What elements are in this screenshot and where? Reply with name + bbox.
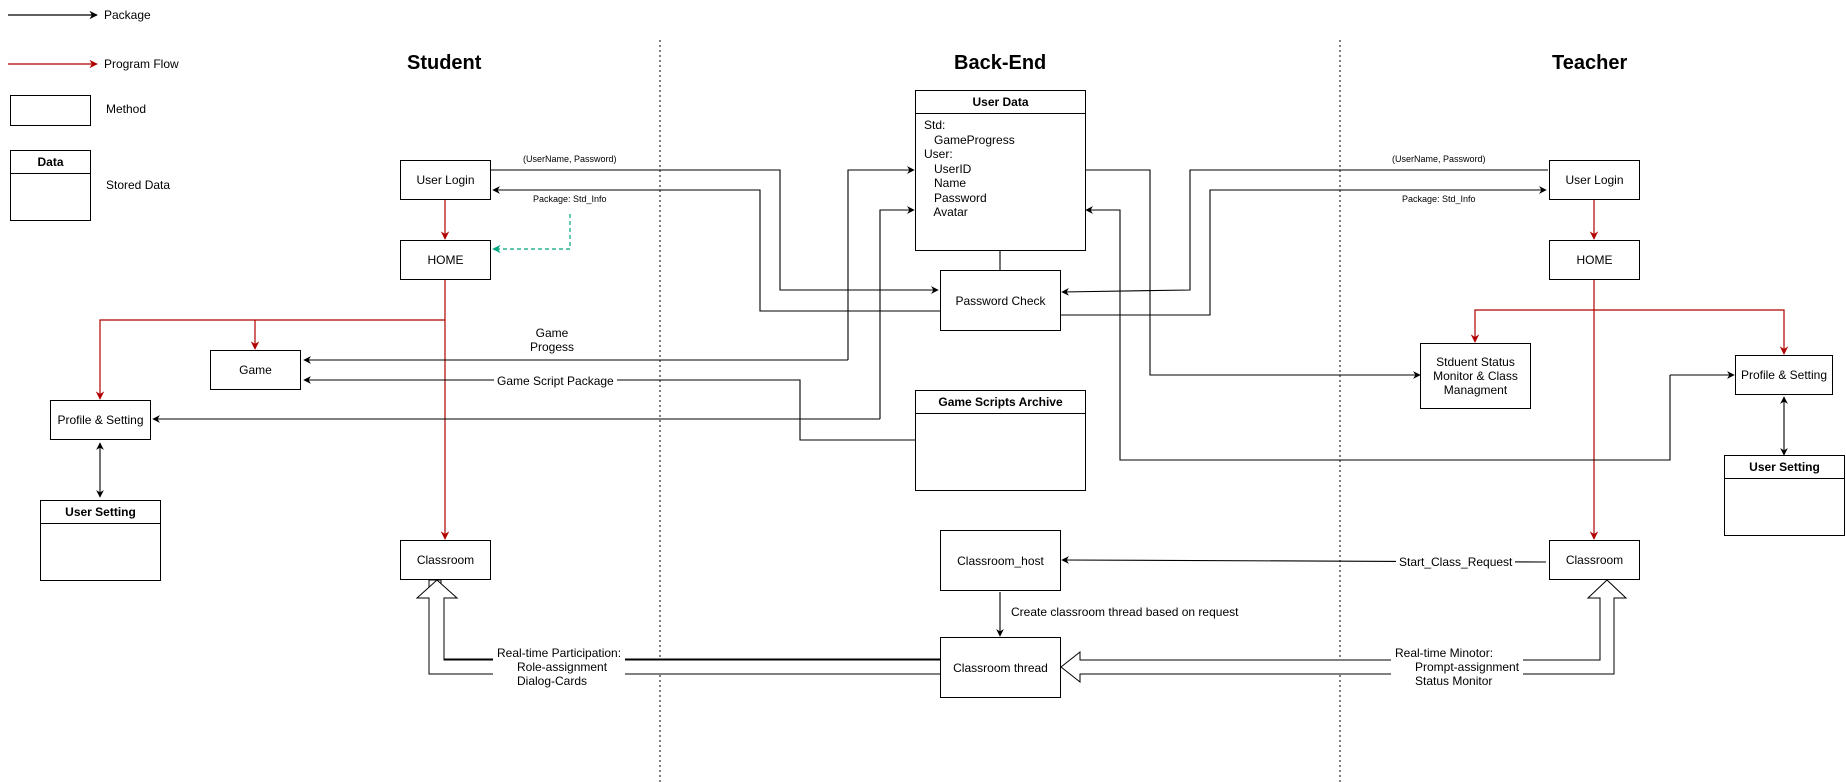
teacher-user-setting-header: User Setting — [1725, 456, 1844, 479]
start-class-request-label: Start_Class_Request — [1396, 555, 1516, 569]
user-data-header: User Data — [916, 91, 1085, 114]
student-package-arrows — [96, 166, 940, 498]
section-title-student: Student — [407, 52, 482, 74]
game-scripts-archive-header: Game Scripts Archive — [916, 391, 1085, 414]
teacher-user-setting-data: User Setting — [1724, 455, 1845, 536]
student-package-label: Package: Std_Info — [533, 194, 607, 204]
student-profile-setting-box[interactable]: Profile & Setting — [50, 400, 151, 440]
create-thread-label: Create classroom thread based on request — [1011, 605, 1239, 619]
teacher-classroom-box[interactable]: Classroom — [1549, 540, 1640, 580]
std-info-to-home-arrow — [492, 214, 571, 254]
backend-arrows — [996, 169, 1421, 637]
student-program-flow — [95, 200, 450, 540]
teacher-package-label: Package: Std_Info — [1402, 194, 1476, 204]
game-progress-label: Game Progess — [530, 326, 575, 354]
legend-method-label: Method — [106, 102, 147, 116]
game-scripts-archive-store: Game Scripts Archive — [915, 390, 1086, 491]
teacher-credentials-label: (UserName, Password) — [1392, 154, 1486, 164]
teacher-status-monitor-box[interactable]: Stduent Status Monitor & Class Managment — [1420, 343, 1531, 409]
user-data-store: User Data Std: GameProgress User: UserID… — [915, 90, 1086, 251]
teacher-realtime-label: Real-time Minotor: Prompt-assignment Sta… — [1391, 646, 1524, 688]
teacher-user-login-box[interactable]: User Login — [1549, 160, 1640, 200]
game-script-package-label: Game Script Package — [494, 374, 617, 388]
password-check-box[interactable]: Password Check — [940, 270, 1061, 331]
legend-data-box: Data — [10, 150, 91, 221]
student-user-setting-data: User Setting — [40, 500, 161, 581]
teacher-realtime-arrowhead — [1060, 579, 1628, 684]
section-title-teacher: Teacher — [1552, 52, 1628, 74]
teacher-home-box[interactable]: HOME — [1549, 240, 1640, 280]
classroom-thread-box[interactable]: Classroom thread — [940, 637, 1061, 698]
legend-stored-data-label: Stored Data — [106, 178, 171, 192]
teacher-program-flow — [1470, 200, 1789, 540]
student-home-box[interactable]: HOME — [400, 240, 491, 280]
legend-data-header: Data — [11, 151, 90, 174]
student-user-login-box[interactable]: User Login — [400, 160, 491, 200]
classroom-host-box[interactable]: Classroom_host — [940, 530, 1061, 591]
student-realtime-label: Real-time Participation: Role-assignment… — [493, 646, 626, 688]
student-user-setting-header: User Setting — [41, 501, 160, 524]
section-title-backend: Back-End — [954, 52, 1047, 74]
legend-program-flow-label: Program Flow — [104, 57, 179, 71]
legend-package-label: Package — [104, 8, 151, 22]
user-data-fields: Std: GameProgress User: UserID Name Pass… — [924, 118, 1015, 219]
student-credentials-label: (UserName, Password) — [523, 154, 617, 164]
teacher-profile-setting-box[interactable]: Profile & Setting — [1735, 355, 1833, 395]
student-game-box[interactable]: Game — [210, 350, 301, 390]
student-classroom-box[interactable]: Classroom — [400, 540, 491, 580]
legend-method-box — [10, 95, 91, 126]
